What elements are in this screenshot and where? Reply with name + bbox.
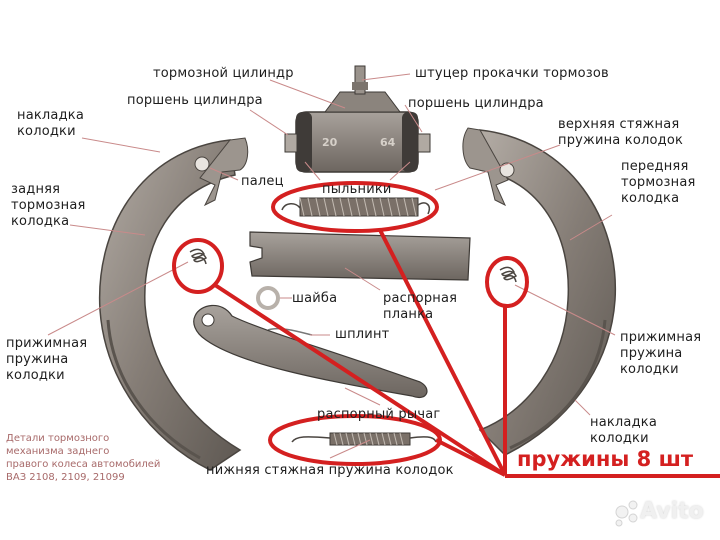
label-piston-right: поршень цилиндра	[408, 96, 544, 111]
hold-spring-left	[189, 248, 207, 265]
front-brake-shoe	[462, 127, 617, 456]
label-front-shoe: передняя тормозная колодка	[621, 159, 696, 206]
avito-logo-icon	[615, 500, 638, 527]
spacer-lever	[193, 304, 428, 398]
label-lining-top-left: накладка колодки	[17, 108, 84, 139]
upper-spring	[281, 197, 430, 217]
hold-spring-right	[499, 266, 517, 283]
label-rear-shoe: задняя тормозная колодка	[11, 182, 86, 229]
label-cotter-pin: шплинт	[335, 327, 390, 342]
diagram-caption: Детали тормозного механизма заднего прав…	[6, 433, 161, 483]
lower-spring	[291, 432, 437, 446]
wheel-cylinder: 20 64	[284, 65, 431, 173]
cotter-pin	[267, 327, 313, 336]
label-upper-spring: верхняя стяжная пружина колодок	[558, 117, 684, 148]
spring-highlights	[172, 181, 720, 478]
label-hold-spring-left: прижимная пружина колодки	[6, 336, 88, 383]
avito-watermark: Avito	[640, 499, 704, 524]
svg-text:64: 64	[380, 136, 396, 149]
label-washer: шайба	[292, 291, 338, 306]
label-spacer-bar: распорная планка	[383, 291, 458, 322]
label-dust-boots: пыльники	[322, 182, 392, 197]
svg-text:20: 20	[322, 136, 338, 149]
label-bleeder-fitting: штуцер прокачки тормозов	[415, 66, 609, 81]
label-brake-cylinder: тормозной цилиндр	[153, 66, 294, 81]
label-lining-bottom-right: накладка колодки	[590, 415, 657, 446]
leader-lines	[47, 73, 616, 459]
label-piston-left: поршень цилиндра	[127, 93, 263, 108]
washer	[256, 286, 280, 310]
spacer-bar	[249, 231, 471, 281]
label-pin: палец	[241, 174, 284, 189]
label-hold-spring-right: прижимная пружина колодки	[620, 330, 702, 377]
springs-count-callout: пружины 8 шт	[517, 447, 694, 471]
label-spacer-lever: распорный рычаг	[317, 407, 441, 422]
label-lower-spring: нижняя стяжная пружина колодок	[206, 463, 454, 478]
rear-brake-shoe	[98, 137, 249, 471]
